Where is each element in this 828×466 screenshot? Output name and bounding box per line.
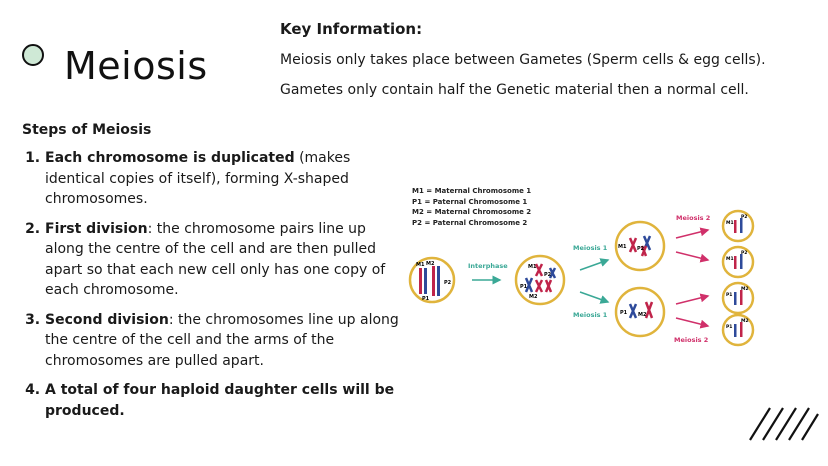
step-item: First division: the chromosome pairs lin…: [45, 219, 407, 301]
chromosome-label: M1: [618, 244, 627, 250]
chromosome-label: P1: [726, 292, 732, 298]
meiosis1-label: Meiosis 1: [573, 311, 608, 319]
chromosome-label: P1: [726, 324, 732, 330]
steps-section: Steps of Meiosis Each chromosome is dupl…: [22, 122, 407, 430]
legend-item: P1 = Paternal Chromosome 1: [412, 197, 528, 206]
key-information: Key Information: Meiosis only takes plac…: [280, 20, 820, 112]
meiosis-diagram: M1 M2 P1 P2 Interphase M1 P1 M2 P2 Meios…: [408, 209, 755, 347]
meiosis1-arrow: [579, 291, 610, 304]
chromosome-label: P1: [520, 284, 528, 290]
legend-item: M2 = Maternal Chromosome 2: [412, 208, 532, 216]
step-item: Second division: the chromosomes line up…: [45, 310, 407, 372]
legend-item: P2 = Paternal Chromosome 2: [412, 218, 528, 227]
chromosome-label: M2: [529, 294, 538, 300]
slash-decoration-icon: [749, 407, 819, 441]
steps-list: Each chromosome is duplicated (makes ide…: [22, 148, 407, 421]
step-bold: Each chromosome is duplicated: [45, 150, 295, 166]
step-text: (makes identical copies of itself), form…: [45, 150, 351, 207]
chromosome-label: M1: [528, 264, 537, 270]
chromosome-label: P2: [444, 280, 452, 286]
diagram-legend: M1 = Maternal Chromosome 1 P1 = Paternal…: [412, 186, 531, 228]
chromosome-label: P2: [544, 272, 552, 278]
step-text: : the chromosomes line up along the cent…: [45, 311, 399, 369]
chromosome-label: M2: [426, 261, 435, 267]
meiosis2-arrow: [675, 293, 710, 305]
step-text: : the chromosome pairs line up along the…: [45, 220, 386, 299]
meiosis1-cell: M1 P2: [614, 220, 666, 272]
chromosome-label: P2: [637, 246, 645, 252]
duplicated-cell: M1 P1 M2 P2: [514, 254, 566, 306]
key-info-heading: Key Information:: [280, 20, 423, 38]
chromosome-label: M2: [741, 286, 749, 292]
chromosome-label: M1: [416, 262, 425, 268]
daughter-cell: M1 P2: [721, 209, 755, 243]
chromosome-label: M2: [741, 318, 749, 324]
chromosome-label: P1: [422, 296, 430, 302]
meiosis2-label: Meiosis 2: [674, 336, 708, 344]
meiosis1-arrow: [579, 258, 610, 271]
meiosis2-label: Meiosis 2: [676, 214, 710, 222]
daughter-cell: P1 M2: [721, 281, 755, 315]
chromosome-label: P2: [741, 250, 747, 256]
legend-item: M1 = Maternal Chromosome 1: [412, 187, 532, 195]
parent-cell: M1 M2 P1 P2: [408, 256, 456, 304]
key-info-line: Meiosis only takes place between Gametes…: [280, 52, 766, 68]
daughter-cell: P1 M2: [721, 313, 755, 347]
daughter-cell: M1 P2: [721, 245, 755, 279]
step-bold: First division: [45, 220, 148, 237]
step-item: Each chromosome is duplicated (makes ide…: [45, 148, 407, 210]
chromosome-label: M2: [638, 312, 647, 318]
key-info-line: Gametes only contain half the Genetic ma…: [280, 82, 749, 98]
meiosis1-cell: P1 M2: [614, 286, 666, 338]
meiosis2-arrow: [675, 251, 710, 263]
chromosome-label: P1: [620, 310, 628, 316]
page-title: Meiosis: [64, 44, 208, 88]
chromosome-label: M1: [726, 220, 734, 226]
meiosis2-arrow: [675, 317, 710, 329]
steps-heading: Steps of Meiosis: [22, 122, 152, 138]
interphase-label: Interphase: [468, 262, 508, 270]
step-bold: A total of four haploid daughter cells w…: [45, 382, 395, 419]
step-item: A total of four haploid daughter cells w…: [45, 380, 407, 421]
chromosome-label: M1: [726, 256, 734, 262]
title-bullet-icon: [22, 44, 44, 66]
meiosis2-arrow: [675, 227, 710, 239]
step-bold: Second division: [45, 311, 169, 328]
meiosis1-label: Meiosis 1: [573, 244, 608, 252]
chromosome-label: P2: [741, 214, 747, 220]
